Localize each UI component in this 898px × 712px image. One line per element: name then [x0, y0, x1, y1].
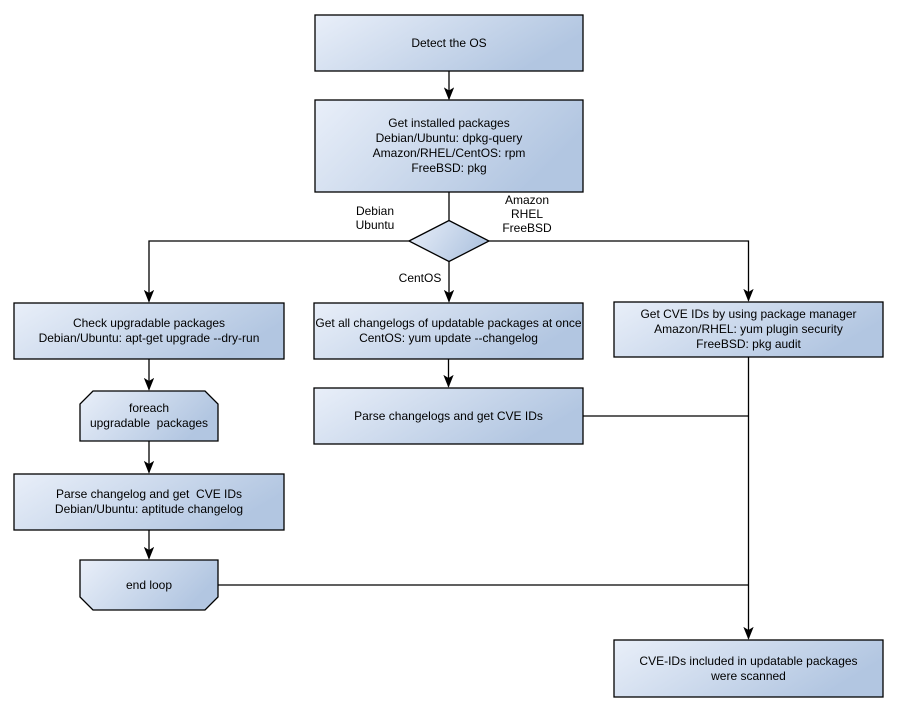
detect-os-box [314, 14, 584, 72]
get-all-changelogs-box [313, 302, 584, 360]
check-upgradable-box [13, 302, 285, 360]
edge-decision-left [143, 240, 409, 303]
connector-lines [143, 71, 754, 640]
foreach-loop-shape [79, 390, 219, 442]
scanned-result-box [613, 639, 884, 698]
get-cve-ids-right-box [613, 301, 884, 358]
end-loop-shape [79, 559, 219, 611]
parse-changelogs-mid-box [313, 387, 584, 445]
parse-changelog-left-box [13, 473, 285, 531]
os-decision-diamond [407, 219, 491, 263]
get-installed-packages-box [314, 99, 584, 193]
edge-decision-right [489, 240, 754, 302]
